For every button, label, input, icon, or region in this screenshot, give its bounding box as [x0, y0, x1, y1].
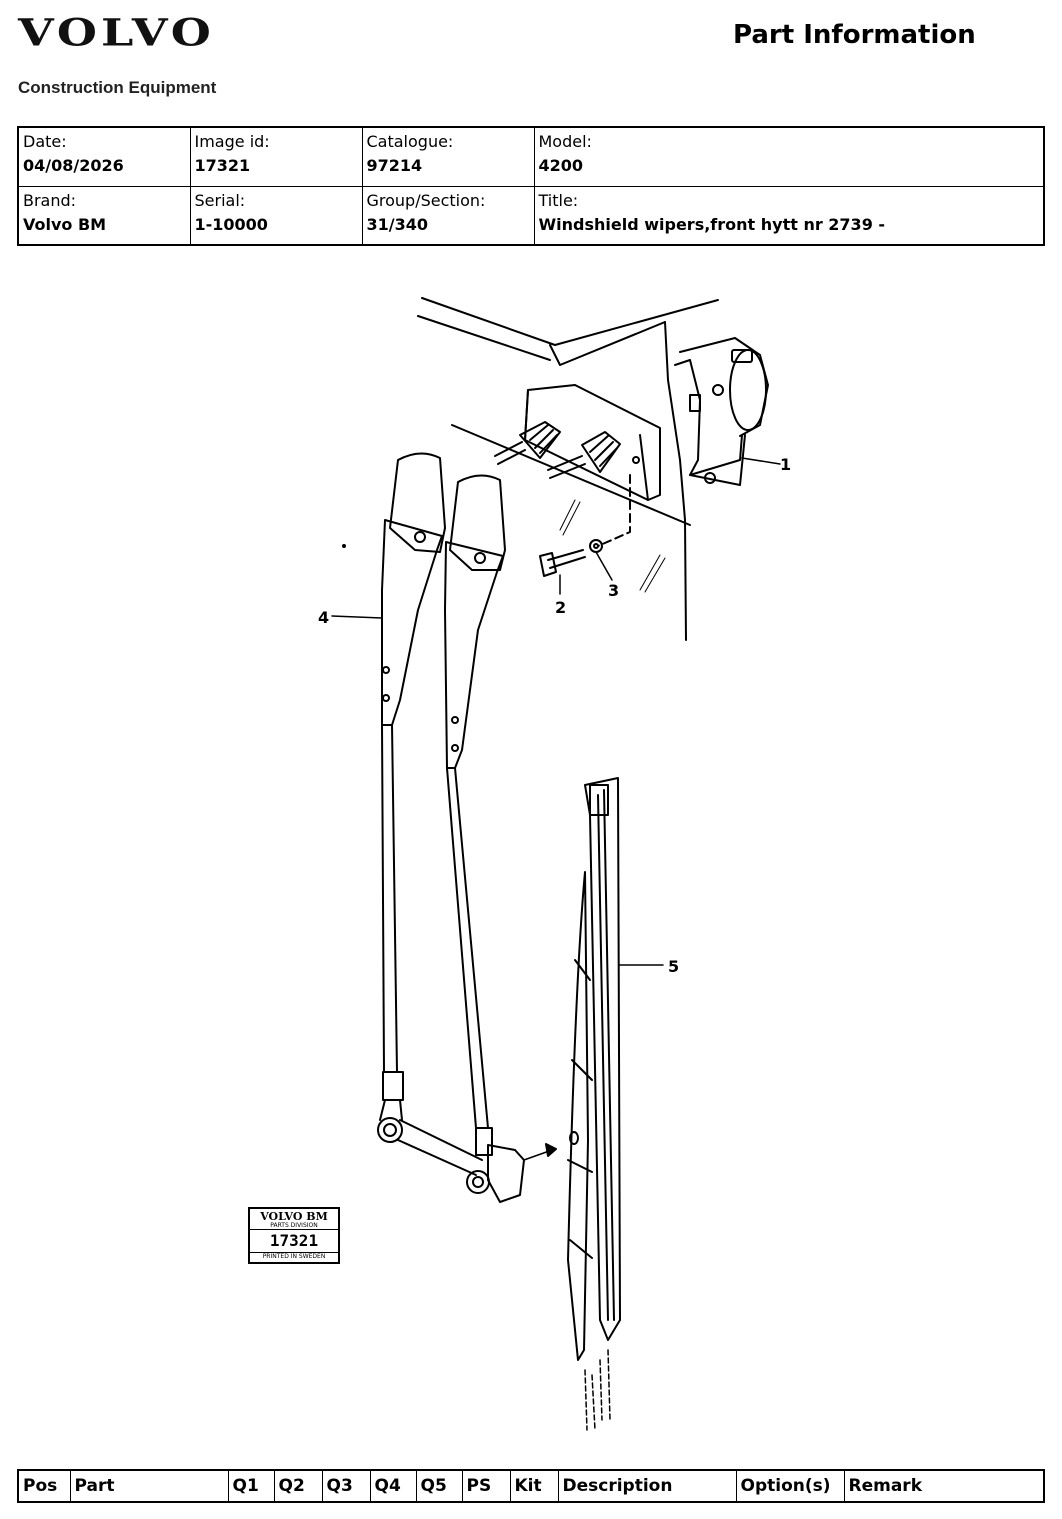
- date-value: 04/08/2026: [23, 156, 124, 175]
- parts-division-stamp: VOLVO BM PARTS DIVISION 17321 PRINTED IN…: [248, 1207, 340, 1264]
- stamp-division: PARTS DIVISION: [250, 1222, 338, 1230]
- brand-value: Volvo BM: [23, 214, 107, 234]
- col-header-q5: Q5: [415, 1469, 463, 1503]
- col-header-remark: Remark: [843, 1469, 1045, 1503]
- date-label: Date:: [23, 132, 67, 151]
- spindle-right: [547, 431, 621, 479]
- cab-body-outline: [417, 297, 719, 641]
- image-id-cell: Image id: 17321: [189, 126, 363, 187]
- callout-1: 1: [780, 455, 791, 474]
- title-label: Title:: [538, 190, 579, 210]
- col-header-q1: Q1: [227, 1469, 275, 1503]
- serial-label: Serial:: [194, 190, 246, 210]
- leader-line-4: [331, 615, 383, 619]
- washer: [589, 539, 603, 553]
- col-header-ps: PS: [461, 1469, 511, 1503]
- drive-unit-housing: [524, 384, 661, 501]
- speck-dot: [342, 544, 346, 548]
- col-header-q4: Q4: [369, 1469, 417, 1503]
- wiper-blade: [567, 777, 621, 1431]
- arrow-head: [545, 1143, 557, 1157]
- wiper-arm-right: [444, 474, 525, 1203]
- mounting-guide-line: [597, 474, 631, 547]
- stamp-footer: PRINTED IN SWEDEN: [250, 1252, 338, 1261]
- parts-table-header-row: Pos Part Q1 Q2 Q3 Q4 Q5 PS Kit Descripti…: [17, 1469, 1045, 1503]
- model-label: Model:: [538, 132, 592, 151]
- wiper-arm-left: [377, 452, 446, 1143]
- leader-line-1: [741, 457, 781, 465]
- stamp-brand: VOLVO BM: [260, 1210, 328, 1223]
- image-id-value: 17321: [194, 156, 251, 175]
- col-header-pos: Pos: [17, 1469, 71, 1503]
- glass-hatching: [559, 499, 666, 593]
- subbrand-text: Construction Equipment: [18, 78, 217, 97]
- callout-4: 4: [318, 608, 329, 627]
- catalogue-cell: Catalogue: 97214: [361, 126, 535, 187]
- page-title: Part Information: [733, 20, 976, 50]
- catalogue-label: Catalogue:: [366, 132, 454, 151]
- group-value: 31/340: [366, 214, 429, 234]
- title-value: Windshield wipers,front hytt nr 2739 -: [538, 214, 886, 234]
- callout-2: 2: [555, 598, 566, 617]
- connecting-link: [397, 1119, 483, 1176]
- brand-label: Brand:: [23, 190, 77, 210]
- leader-line-3: [595, 551, 613, 581]
- parts-table: Pos Part Q1 Q2 Q3 Q4 Q5 PS Kit Descripti…: [17, 1469, 1045, 1503]
- stamp-number: 17321: [269, 1231, 319, 1250]
- col-header-options: Option(s): [735, 1469, 845, 1503]
- date-cell: Date: 04/08/2026: [17, 126, 191, 187]
- image-id-label: Image id:: [194, 132, 270, 151]
- group-label: Group/Section:: [366, 190, 486, 210]
- serial-cell: Serial: 1-10000: [189, 185, 363, 246]
- callout-5: 5: [668, 957, 679, 976]
- wiper-motor: [674, 337, 769, 486]
- screw: [539, 549, 586, 577]
- col-header-q2: Q2: [273, 1469, 323, 1503]
- col-header-kit: Kit: [509, 1469, 559, 1503]
- col-header-q3: Q3: [321, 1469, 371, 1503]
- col-header-description: Description: [557, 1469, 737, 1503]
- callout-3: 3: [608, 581, 619, 600]
- volvo-logo: VOLVO: [18, 10, 215, 55]
- col-header-part: Part: [69, 1469, 229, 1503]
- model-value: 4200: [538, 156, 584, 175]
- exploded-parts-diagram: 1 2 3 4 5: [318, 297, 791, 1431]
- title-cell: Title: Windshield wipers,front hytt nr 27…: [533, 185, 1045, 246]
- catalogue-value: 97214: [366, 156, 423, 175]
- model-cell: Model: 4200: [533, 126, 1045, 187]
- group-cell: Group/Section: 31/340: [361, 185, 535, 246]
- serial-value: 1-10000: [194, 214, 268, 234]
- info-table: Date: 04/08/2026 Image id: 17321 Catalogue…: [17, 126, 1045, 246]
- spindle-left: [494, 421, 561, 465]
- brand-cell: Brand: Volvo BM: [17, 185, 191, 246]
